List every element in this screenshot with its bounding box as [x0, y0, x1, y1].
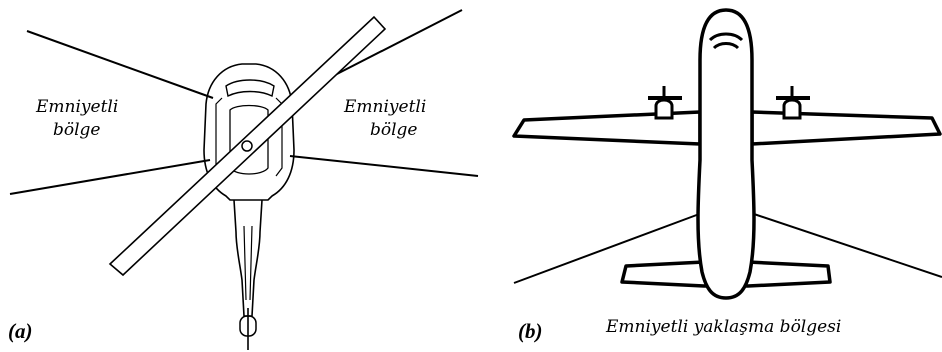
panel-a-label: (a): [8, 319, 33, 343]
airplane-fuselage: [696, 8, 756, 300]
helicopter-main-rotor: [108, 15, 387, 277]
airplane-left-engine: [648, 86, 682, 120]
panel-b-airplane: (b) Emniyetli yaklaşma bölgesi: [512, 8, 942, 343]
approach-line-right: [747, 211, 942, 278]
zone-line-lower-right: [289, 155, 479, 177]
helicopter-tail-boom: [233, 199, 263, 317]
airplane-cockpit-windows: [708, 32, 744, 50]
approach-zone-caption: Emniyetli yaklaşma bölgesi: [605, 317, 841, 337]
helicopter-engine-cowling: [229, 104, 269, 175]
helicopter-silhouette: [203, 63, 295, 350]
approach-line-left: [513, 212, 703, 284]
right-engine-nacelle: [782, 98, 802, 120]
left-zone-label-line2: bölge: [53, 120, 101, 140]
helicopter-windshield: [225, 79, 275, 98]
helicopter-cabin: [203, 63, 295, 201]
airplane-silhouette: [512, 8, 942, 300]
zone-line-upper-left: [26, 30, 214, 99]
airplane-right-wing: [750, 110, 942, 146]
zone-line-lower-left: [9, 159, 211, 195]
left-engine-nacelle: [654, 98, 674, 120]
helicopter-tail-boom-inner: [243, 225, 253, 301]
left-zone-label-line1: Emniyetli: [35, 97, 118, 117]
airplane-safe-zone-lines: [513, 211, 942, 284]
right-zone-label-line2: bölge: [370, 120, 418, 140]
airplane-right-engine: [776, 86, 810, 120]
right-zone-label-line1: Emniyetli: [343, 97, 426, 117]
panel-b-label: (b): [518, 319, 543, 343]
rotor-hub: [241, 140, 253, 152]
panel-a-helicopter: Emniyetli bölge Emniyetli bölge (a): [8, 9, 479, 350]
